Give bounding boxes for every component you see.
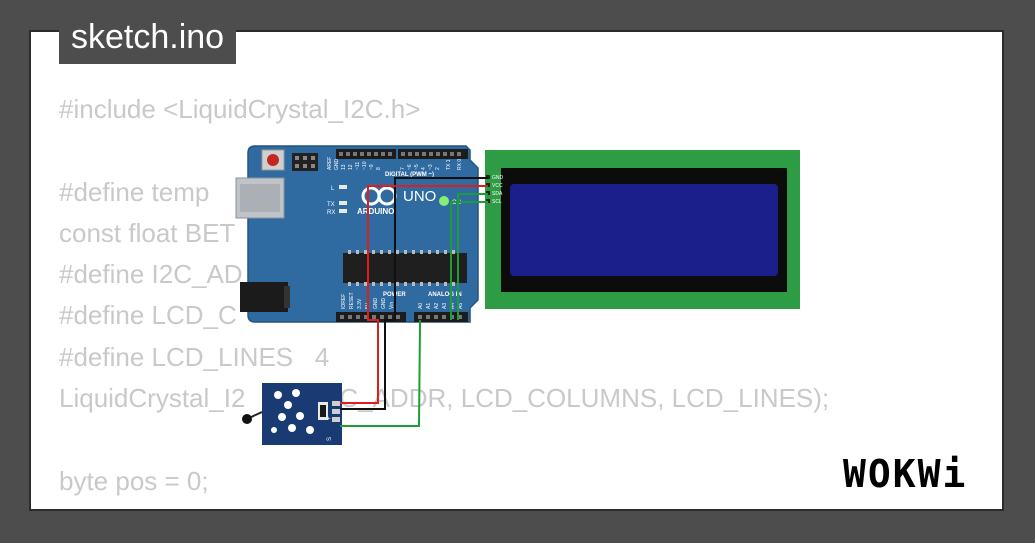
- lcd-2004-module[interactable]: GND VCC SDA SCL: [485, 150, 800, 309]
- pin-label: A4: [450, 303, 456, 309]
- pin-label: A1: [426, 303, 432, 309]
- sketch-preview-card: #include <LiquidCrystal_I2C.h> #define t…: [29, 30, 1004, 511]
- sensor-pin-label: S: [327, 437, 333, 441]
- code-line: byte pos = 0;: [59, 465, 209, 496]
- pin-label: 3.3V: [357, 298, 363, 309]
- code-line: #define LCD_C: [59, 300, 237, 331]
- wire-red: [340, 185, 488, 404]
- pin-label: RESET: [349, 292, 355, 309]
- pin-label: 2: [435, 167, 441, 170]
- pin-label: 8: [376, 167, 382, 170]
- code-line: byte dir = 1;: [59, 502, 829, 509]
- code-line: #include <LiquidCrystal_I2C.h>: [59, 94, 421, 124]
- arduino-uno-board[interactable]: DIGITAL (PWM ~) UNO ARDUINO L TX RX ON P…: [235, 145, 479, 323]
- wire-black: [340, 177, 488, 410]
- pin-label: A0: [418, 303, 424, 309]
- microcontroller-chip: [343, 253, 467, 283]
- pin-label: IOREF: [341, 294, 347, 309]
- power-jack: [240, 282, 288, 312]
- lcd-pin-label: VCC: [492, 183, 503, 189]
- led-rx-label: RX: [327, 210, 335, 216]
- thermistor: [242, 414, 252, 424]
- digital-header-left: [336, 149, 396, 159]
- code-line: #define LCD_LINES 4: [59, 341, 330, 372]
- pin-label: AREF: [327, 157, 333, 170]
- analog-header: [414, 312, 468, 322]
- pin-label: GND: [381, 298, 387, 310]
- pin-label: A2: [434, 303, 440, 309]
- wokwi-logo: WOKWi: [843, 452, 968, 496]
- code-listing: #include <LiquidCrystal_I2C.h> #define t…: [59, 89, 829, 509]
- lcd-screen: [510, 184, 778, 276]
- arduino-model: UNO: [403, 188, 436, 205]
- code-line: #define I2C_AD: [59, 259, 243, 290]
- pin-label: 7: [400, 167, 406, 170]
- digital-label: DIGITAL (PWM ~): [385, 172, 434, 178]
- file-title-tab: sketch.ino: [59, 10, 237, 64]
- pin-label: ~5: [414, 164, 420, 170]
- pin-label: ~3: [428, 164, 434, 170]
- pin-label: Vin: [389, 302, 395, 309]
- wire-green: [450, 201, 488, 320]
- pin-label: ~11: [355, 162, 361, 170]
- wire-green: [457, 193, 488, 320]
- power-on-led: [439, 196, 449, 206]
- power-header: [336, 312, 406, 322]
- led-tx-label: TX: [327, 202, 335, 208]
- pin-label: 12: [348, 164, 354, 170]
- analog-label: ANALOG IN: [428, 292, 462, 298]
- pin-label: ~9: [369, 164, 375, 170]
- code-line: const float BET: [59, 217, 236, 248]
- arduino-brand: ARDUINO: [357, 207, 394, 216]
- lcd-pin-label: GND: [492, 175, 504, 181]
- pin-label: TX 1: [446, 159, 452, 170]
- pin-label: GND: [334, 159, 340, 171]
- ntc-temperature-sensor[interactable]: + S: [242, 383, 342, 445]
- pin-label: A3: [442, 303, 448, 309]
- pin-label: ~10: [362, 161, 368, 170]
- wires: [340, 177, 488, 427]
- pin-label: GND: [373, 298, 379, 310]
- wire-green: [340, 320, 421, 427]
- pin-label: RX 0: [457, 159, 463, 170]
- led-l-label: L: [331, 186, 335, 192]
- pin-label: 4: [421, 167, 427, 170]
- pin-label: ~6: [407, 164, 413, 170]
- pin-label: A5: [458, 303, 464, 309]
- code-line: #define temp: [59, 176, 210, 207]
- sensor-pin-label: +: [327, 416, 333, 420]
- lcd-pin-label: SDA: [492, 191, 503, 197]
- lcd-pin-label: SCL: [492, 199, 502, 205]
- pin-label: 13: [341, 164, 347, 170]
